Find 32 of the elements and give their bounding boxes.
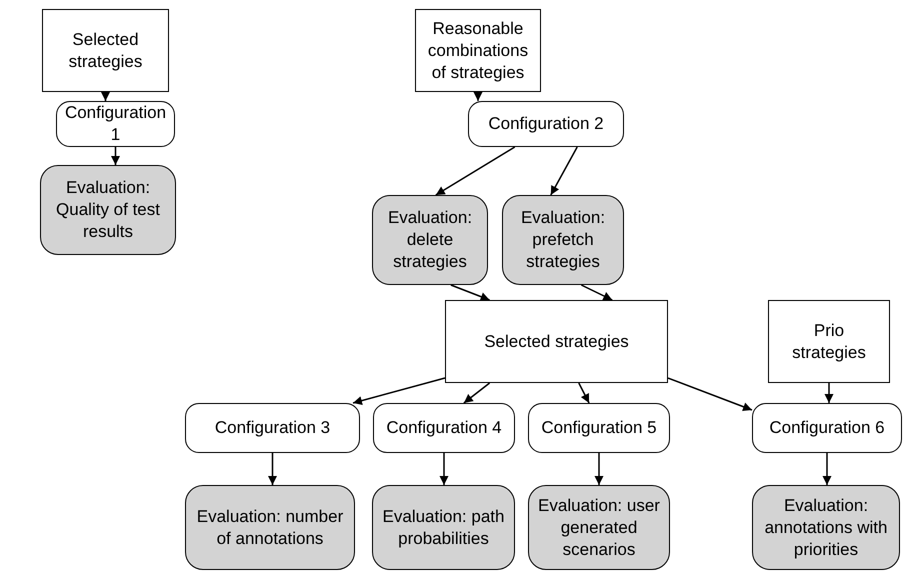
arrow — [580, 284, 613, 301]
configuration-box: Configuration 6 — [752, 403, 902, 453]
configuration-box: Configuration 3 — [185, 403, 360, 453]
configuration-box: Configuration 5 — [528, 403, 670, 453]
evaluation-box: Evaluation: prefetch strategies — [502, 195, 624, 285]
arrow — [578, 382, 590, 404]
arrow — [474, 92, 482, 101]
configuration-box: Configuration 4 — [373, 403, 515, 453]
process-box: Selected strategies — [445, 300, 668, 383]
arrow — [352, 377, 446, 405]
evaluation-box: Evaluation: number of annotations — [185, 485, 355, 570]
arrow — [824, 383, 834, 403]
arrow — [435, 146, 516, 196]
configuration-box: Configuration 2 — [468, 101, 624, 147]
evaluation-box: Evaluation: annotations with priorities — [752, 485, 900, 570]
configuration-box: Configuration 1 — [56, 101, 175, 147]
arrow — [101, 92, 110, 101]
evaluation-box: Evaluation: delete strategies — [372, 195, 488, 285]
arrow — [594, 453, 604, 485]
process-box: Reasonable combinations of strategies — [415, 9, 541, 92]
process-box: Selected strategies — [42, 9, 169, 92]
arrow — [668, 377, 752, 411]
arrow — [440, 453, 448, 485]
arrow — [550, 146, 578, 196]
evaluation-box: Evaluation: path probabilities — [372, 485, 515, 570]
evaluation-box: Evaluation: Quality of test results — [40, 165, 176, 255]
arrow — [111, 147, 120, 165]
process-box: Prio strategies — [768, 300, 890, 383]
evaluation-box: Evaluation: user generated scenarios — [528, 485, 670, 570]
arrow — [463, 382, 490, 404]
arrow — [268, 453, 277, 485]
arrow — [822, 453, 832, 485]
